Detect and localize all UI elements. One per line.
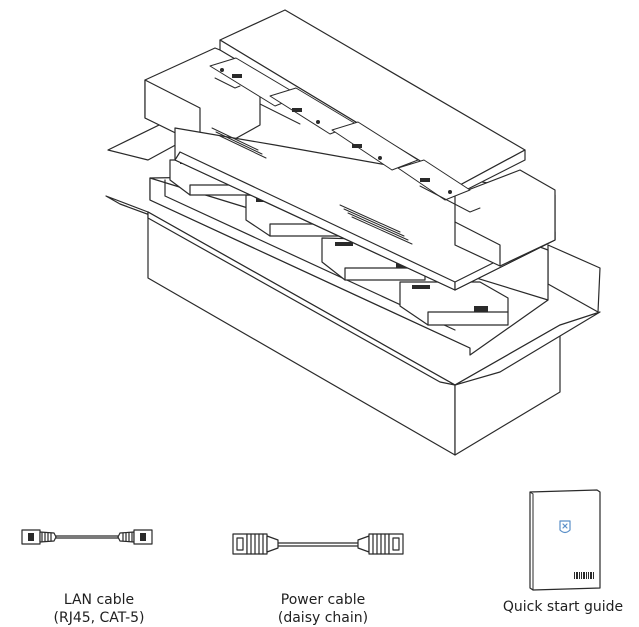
lan-cable-label-line1: LAN cable <box>63 592 135 608</box>
lan-cable-icon <box>21 529 153 545</box>
lan-cable-label: LAN cable (RJ45, CAT-5) <box>14 591 184 627</box>
carton-front-flap-bottom <box>147 211 456 386</box>
quick-start-guide-icon <box>529 489 601 591</box>
barcode-icon <box>574 572 594 579</box>
upper-foam <box>144 47 556 291</box>
quick-start-guide-label-text: Quick start guide <box>502 599 624 615</box>
power-cable-label-line1: Power cable <box>280 592 366 608</box>
power-cable-icon <box>232 533 404 555</box>
circuit-boards <box>209 57 481 213</box>
power-cable-label: Power cable (daisy chain) <box>238 591 408 627</box>
quick-start-guide-label: Quick start guide <box>488 598 638 616</box>
philips-shield-icon <box>559 520 571 534</box>
display-panel <box>209 9 526 213</box>
lan-cable-label-line2: (RJ45, CAT-5) <box>53 610 145 626</box>
power-cable-label-line2: (daisy chain) <box>277 610 369 626</box>
carton-back-flap-right <box>547 244 601 313</box>
carton-box <box>105 104 601 456</box>
carton-front-flap-right <box>454 311 601 386</box>
module-slot-4 <box>399 281 509 326</box>
